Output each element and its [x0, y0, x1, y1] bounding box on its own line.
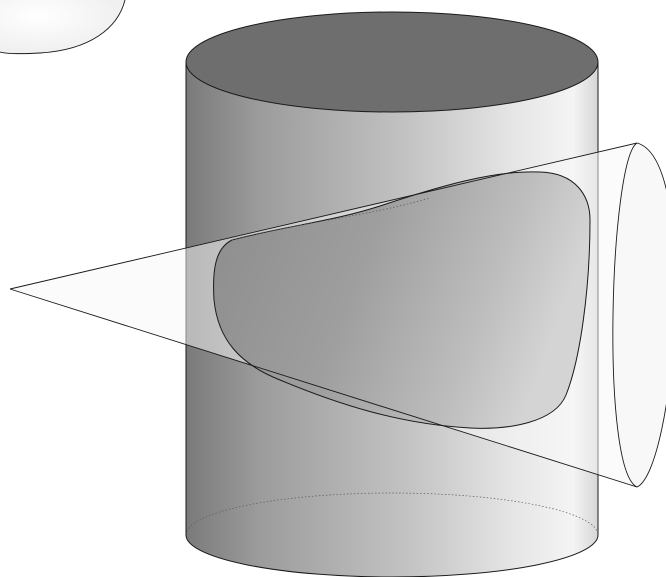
cylinder-top [185, 11, 599, 113]
partial-sphere-outline [0, 0, 126, 55]
cylinder-bottom-hidden-edge [185, 492, 599, 536]
cone-upper-edge [9, 142, 638, 290]
cone-lower-edge [9, 288, 638, 488]
partial-sphere [0, 0, 125, 54]
cone-hidden-edge [231, 197, 431, 241]
cone-base [612, 142, 666, 488]
